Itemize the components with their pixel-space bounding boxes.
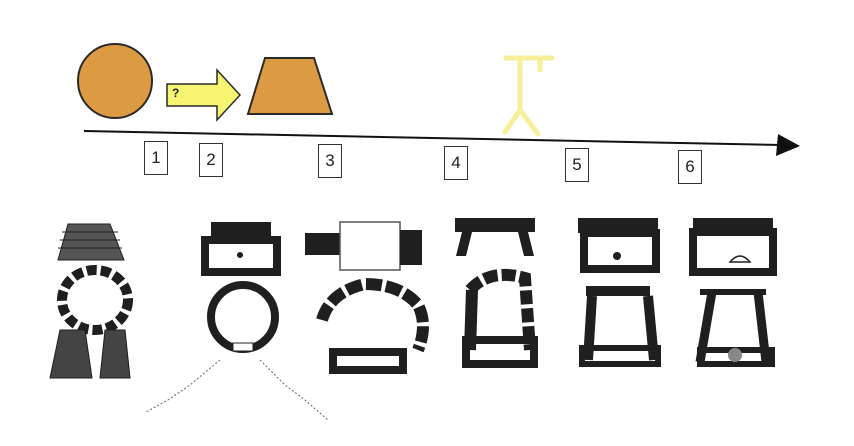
human-figure: [502, 55, 555, 137]
stage-6-plan: [689, 218, 777, 367]
stage-2-plan: [201, 222, 281, 353]
circle-shape: [77, 43, 153, 119]
stage-label: 1: [151, 148, 161, 167]
stage-3-plan: [305, 221, 429, 374]
stage-4-plan: [455, 218, 538, 368]
timeline-arrow: [83, 130, 800, 156]
connector-lines: [145, 359, 329, 421]
stage-box-2: 2: [199, 143, 223, 177]
stage-label: 2: [206, 150, 216, 169]
stage-5-plan: [578, 218, 661, 367]
trapezoid-shape: [246, 57, 334, 115]
stage-box-5: 5: [565, 148, 589, 182]
stage-box-3: 3: [318, 144, 342, 178]
arrow-shape: ?: [166, 68, 242, 122]
stage-1-plan: [49, 223, 133, 379]
stage-label: 3: [325, 151, 335, 170]
arrow-question-label: ?: [172, 86, 179, 100]
stage-label: 4: [451, 153, 461, 172]
stage-box-1: 1: [144, 141, 168, 175]
stage-box-4: 4: [444, 146, 468, 180]
stage-label: 5: [572, 155, 582, 174]
stage-box-6: 6: [678, 150, 702, 184]
stage-label: 6: [685, 157, 695, 176]
